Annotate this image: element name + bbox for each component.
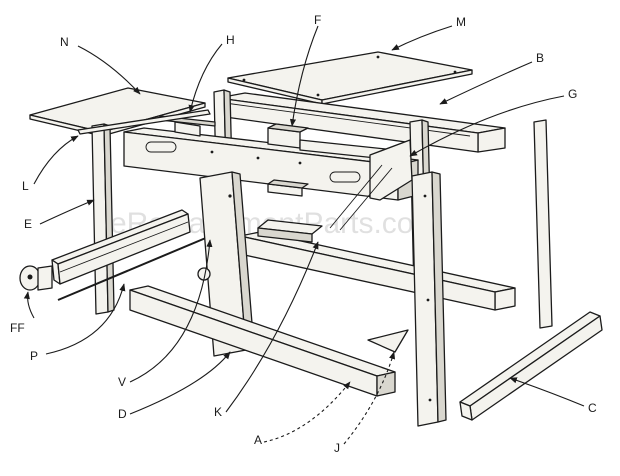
- part-channel-c: [459, 311, 603, 421]
- callout-n: N: [60, 35, 69, 49]
- part-channel-p: [51, 209, 191, 285]
- part-leg-e: [91, 123, 115, 315]
- part-bracket-k: [257, 219, 323, 243]
- callout-j: J: [334, 441, 340, 455]
- callout-l: L: [22, 179, 29, 193]
- callout-g: G: [568, 87, 577, 101]
- callout-e: E: [24, 217, 32, 231]
- part-rod-v: [57, 231, 221, 301]
- callout-c: C: [588, 401, 597, 415]
- part-brace-g: [299, 139, 413, 231]
- part-gusset-j: [367, 329, 409, 353]
- part-bracket-ff: [19, 265, 53, 291]
- callout-b: B: [536, 51, 544, 65]
- callout-p: P: [30, 349, 38, 363]
- callout-f: F: [314, 13, 321, 27]
- part-upright-strip: [533, 119, 553, 329]
- part-center-bracket: [267, 179, 309, 197]
- callout-h: H: [226, 33, 235, 47]
- callout-d: D: [118, 407, 127, 421]
- callout-a: A: [254, 433, 262, 447]
- callout-k: K: [214, 405, 222, 419]
- callout-ff: FF: [10, 321, 25, 335]
- callout-v: V: [118, 375, 126, 389]
- part-bracket-f: [267, 123, 309, 149]
- part-rear-stretcher: [239, 231, 516, 311]
- part-top-m: [227, 51, 473, 105]
- part-rail-l: [77, 109, 211, 135]
- part-front-leg-right: [411, 171, 447, 427]
- callout-m: M: [456, 15, 466, 29]
- part-stretcher-a: [129, 285, 396, 397]
